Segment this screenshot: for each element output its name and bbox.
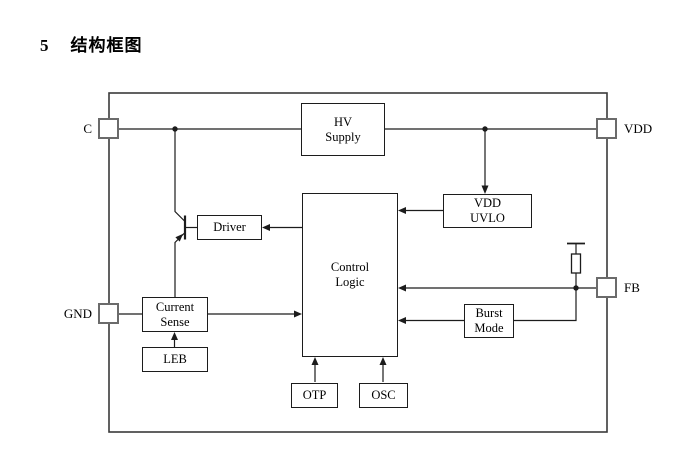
section-heading: 5 结构框图 (40, 31, 143, 56)
block-label: Control (330, 260, 370, 274)
block-burst-mode: Burst Mode (464, 304, 514, 338)
pin-label-fb: FB (624, 280, 640, 295)
block-otp: OTP (291, 383, 338, 408)
arrow-into-control-from-osc (379, 357, 387, 365)
arrow-into-control-from-burst (398, 317, 406, 324)
transistor-emitter (174, 232, 186, 297)
block-driver: Driver (197, 215, 262, 240)
pin-label-vdd: VDD (624, 121, 653, 136)
arrow-into-control-from-uvlo (398, 207, 406, 214)
arrow-into-current-sense-from-leb (171, 332, 178, 340)
page-title: 结构框图 (70, 36, 143, 55)
block-label: HV (333, 114, 353, 129)
arrow-into-control-from-fb (398, 284, 406, 292)
pin-label-c: C (83, 121, 92, 136)
block-label: Sense (160, 314, 190, 329)
transistor-collector (174, 129, 186, 222)
pin-label-gnd: GND (63, 306, 92, 321)
junction-dot-fb-node (573, 285, 579, 291)
block-osc: OSC (359, 383, 408, 408)
arrow-into-control-from-otp (311, 357, 319, 365)
block-hv-supply: HV Supply (301, 103, 385, 156)
block-label: Logic (335, 275, 365, 289)
block-label: UVLO (470, 211, 505, 225)
block-label: OSC (371, 388, 396, 402)
block-label: Driver (213, 220, 246, 234)
block-label: LEB (163, 352, 187, 366)
block-current-sense: Current Sense (142, 297, 208, 332)
block-label: Mode (474, 321, 504, 335)
pin-c (98, 118, 119, 139)
junction-dot-collector-node (172, 126, 178, 132)
block-label: OTP (302, 388, 327, 402)
block-label: Burst (475, 306, 503, 320)
block-control-logic: Control Logic (302, 193, 398, 357)
arrow-into-control-from-current-sense (294, 310, 302, 318)
wire-fb-to-burst-mode (514, 288, 577, 322)
pnp-transistor-icon (175, 233, 184, 242)
resistor-icon (570, 253, 582, 274)
block-label: Supply (325, 129, 361, 144)
ic-outline (108, 92, 608, 433)
block-label: Current (155, 299, 195, 314)
pin-gnd (98, 303, 119, 324)
section-number: 5 (40, 36, 49, 55)
block-label: VDD (473, 196, 502, 210)
pin-fb (596, 277, 617, 298)
block-leb: LEB (142, 347, 208, 372)
junction-dot-vdd-rail (482, 126, 488, 132)
arrow-into-driver (262, 224, 270, 231)
arrow-into-uvlo (481, 185, 489, 194)
pin-vdd (596, 118, 617, 139)
block-vdd-uvlo: VDD UVLO (443, 194, 532, 228)
